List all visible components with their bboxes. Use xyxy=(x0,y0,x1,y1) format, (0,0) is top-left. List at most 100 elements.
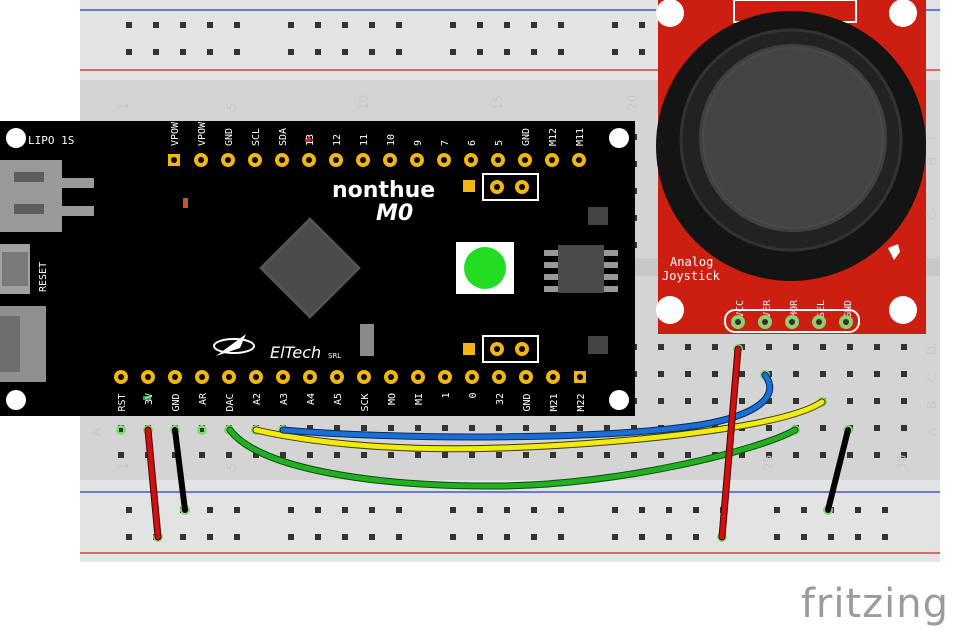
fritzing-watermark: fritzing xyxy=(800,581,949,627)
bottom-pin-label: A5 xyxy=(333,393,344,405)
rail-hole xyxy=(558,22,564,28)
terminal-hole xyxy=(334,452,340,458)
pin-label-gnd: GND xyxy=(843,300,854,318)
terminal-hole xyxy=(550,452,556,458)
svg-text:A: A xyxy=(925,427,939,436)
rail-hole xyxy=(639,22,645,28)
terminal-hole xyxy=(793,398,799,404)
jumper-pad xyxy=(463,180,475,192)
column-numbers: 1 5 10 15 20 1 5 25 30 xyxy=(117,95,909,470)
top-pin-label: 6 xyxy=(467,140,478,146)
bottom-pin-label: 0 xyxy=(468,392,479,398)
terminal-hole xyxy=(307,452,313,458)
terminal-hole xyxy=(307,425,313,431)
gnd-black-wire xyxy=(825,427,851,513)
rail-hole xyxy=(153,49,159,55)
bottom-pin-label: A3 xyxy=(279,393,290,405)
terminal-hole xyxy=(901,344,907,350)
rail-hole xyxy=(234,507,240,513)
rail-hole xyxy=(396,534,402,540)
terminal-hole xyxy=(901,452,907,458)
rail-hole xyxy=(369,22,375,28)
terminal-hole xyxy=(820,371,826,377)
terminal-hole xyxy=(793,452,799,458)
top-pin-label: 7 xyxy=(440,140,451,146)
rail-hole xyxy=(315,49,321,55)
rail-hole xyxy=(126,534,132,540)
mount-hole xyxy=(656,296,684,324)
rgb-led xyxy=(464,247,506,289)
rail-hole xyxy=(855,507,861,513)
top-pin-label: VPOW xyxy=(170,121,181,146)
rail-hole xyxy=(126,49,132,55)
rail-hole xyxy=(693,507,699,513)
terminal-hole xyxy=(469,425,475,431)
bottom-pin-label: AR xyxy=(198,392,209,405)
terminal-hole xyxy=(874,398,880,404)
rail-hole xyxy=(639,507,645,513)
rail-hole xyxy=(504,534,510,540)
terminal-hole xyxy=(496,425,502,431)
pin-label-vcc: VCC xyxy=(735,300,746,318)
svg-text:D: D xyxy=(925,346,939,355)
pin-label-ver: VER xyxy=(762,299,773,318)
rail-hole xyxy=(504,22,510,28)
lipo-connector xyxy=(0,160,62,232)
vcc-red-wire xyxy=(719,346,741,540)
svg-text:H: H xyxy=(925,157,939,166)
terminal-hole xyxy=(766,425,772,431)
rail-hole xyxy=(639,534,645,540)
bottom-pin-label: RST xyxy=(117,393,128,411)
terminal-hole xyxy=(793,371,799,377)
rail-hole xyxy=(450,534,456,540)
wires xyxy=(144,345,851,541)
terminal-hole xyxy=(874,425,880,431)
reset-label: RESET xyxy=(38,262,49,292)
ground-black-wire xyxy=(172,427,188,513)
terminal-hole xyxy=(334,425,340,431)
joystick-title-2: Joystick xyxy=(662,269,721,283)
rail-hole xyxy=(315,22,321,28)
row-letters: I H G D C B A A xyxy=(89,136,939,436)
bottom-pin-label: SCK xyxy=(360,393,371,411)
rail-hole xyxy=(612,507,618,513)
terminal-hole xyxy=(874,452,880,458)
terminal-hole xyxy=(712,371,718,377)
ver-blue-wire xyxy=(280,372,773,440)
rail-hole xyxy=(396,22,402,28)
joystick-title-1: Analog xyxy=(670,255,713,269)
rail-hole xyxy=(396,49,402,55)
col-number-top: 10 xyxy=(357,95,371,110)
rail-hole xyxy=(531,22,537,28)
rail-hole xyxy=(882,534,888,540)
mount-hole xyxy=(6,128,26,148)
terminal-hole xyxy=(442,452,448,458)
bottom-pin-label: GND xyxy=(522,393,533,411)
rail-hole xyxy=(504,507,510,513)
bottom-pin-label: A2 xyxy=(252,393,263,405)
jumper-header xyxy=(482,173,539,201)
rail-hole xyxy=(450,22,456,28)
terminal-hole xyxy=(658,344,664,350)
rail-hole xyxy=(369,507,375,513)
terminal-hole xyxy=(604,425,610,431)
svg-text:G: G xyxy=(925,211,939,220)
terminal-hole xyxy=(766,452,772,458)
col-number-bottom: 25 xyxy=(761,455,775,470)
terminal-hole xyxy=(685,344,691,350)
terminal-hole xyxy=(685,398,691,404)
rail-hole xyxy=(774,507,780,513)
bottom-power-rail xyxy=(80,480,940,562)
smd-led xyxy=(143,396,151,400)
terminal-hole xyxy=(739,398,745,404)
terminal-hole xyxy=(874,344,880,350)
rail-hole xyxy=(288,534,294,540)
terminal-hole xyxy=(658,398,664,404)
rail-hole xyxy=(207,49,213,55)
terminal-hole xyxy=(280,452,286,458)
top-pin-label: 9 xyxy=(413,140,424,146)
terminal-hole xyxy=(388,425,394,431)
terminal-hole xyxy=(820,425,826,431)
svg-text:I: I xyxy=(925,136,939,140)
